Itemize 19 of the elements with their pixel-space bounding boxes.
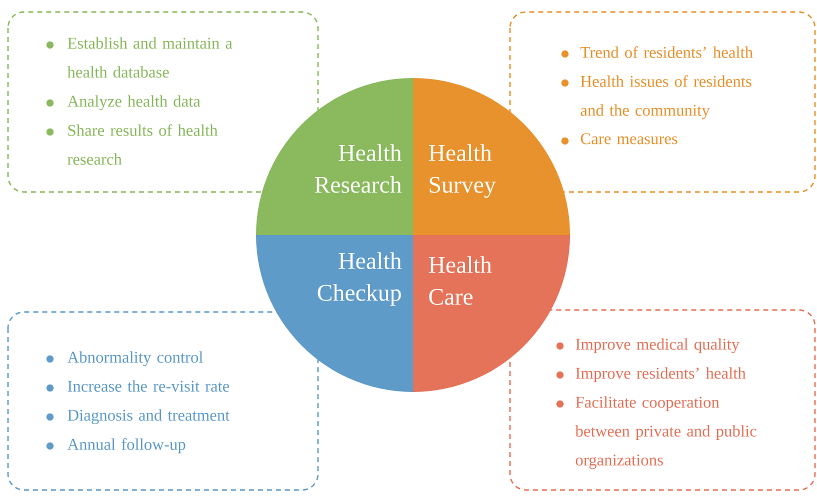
list-item: Improve residents’ health [576, 367, 746, 382]
list-item: Share results of health research [68, 124, 218, 165]
list-item: Increase the re-visit rate [68, 380, 230, 392]
list-item: Analyze health data [67, 95, 200, 110]
list-item: Diagnosis and treatment [68, 409, 230, 424]
quadrant-sector: Health Survey [413, 78, 570, 235]
list-item: Health issues of residents and the community [580, 75, 752, 120]
list-item: Annual follow-up [67, 438, 186, 454]
list-item: Facilitate cooperation between private and public organizations [575, 396, 756, 469]
dashed-list-box [509, 309, 816, 491]
quadrant-sector: Health Care [413, 235, 570, 392]
list-item: Care measures [580, 133, 678, 144]
list-item: Trend of residents’ health [580, 46, 753, 58]
list-item: Establish and maintain a health database [67, 37, 232, 78]
list-item: Abnormality control [67, 351, 203, 366]
quadrant-sector: Health Checkup [256, 235, 413, 392]
quadrant-sector: Health Research [256, 78, 413, 235]
dashed-list-box [7, 311, 319, 491]
list-item: Improve medical quality [576, 338, 740, 354]
